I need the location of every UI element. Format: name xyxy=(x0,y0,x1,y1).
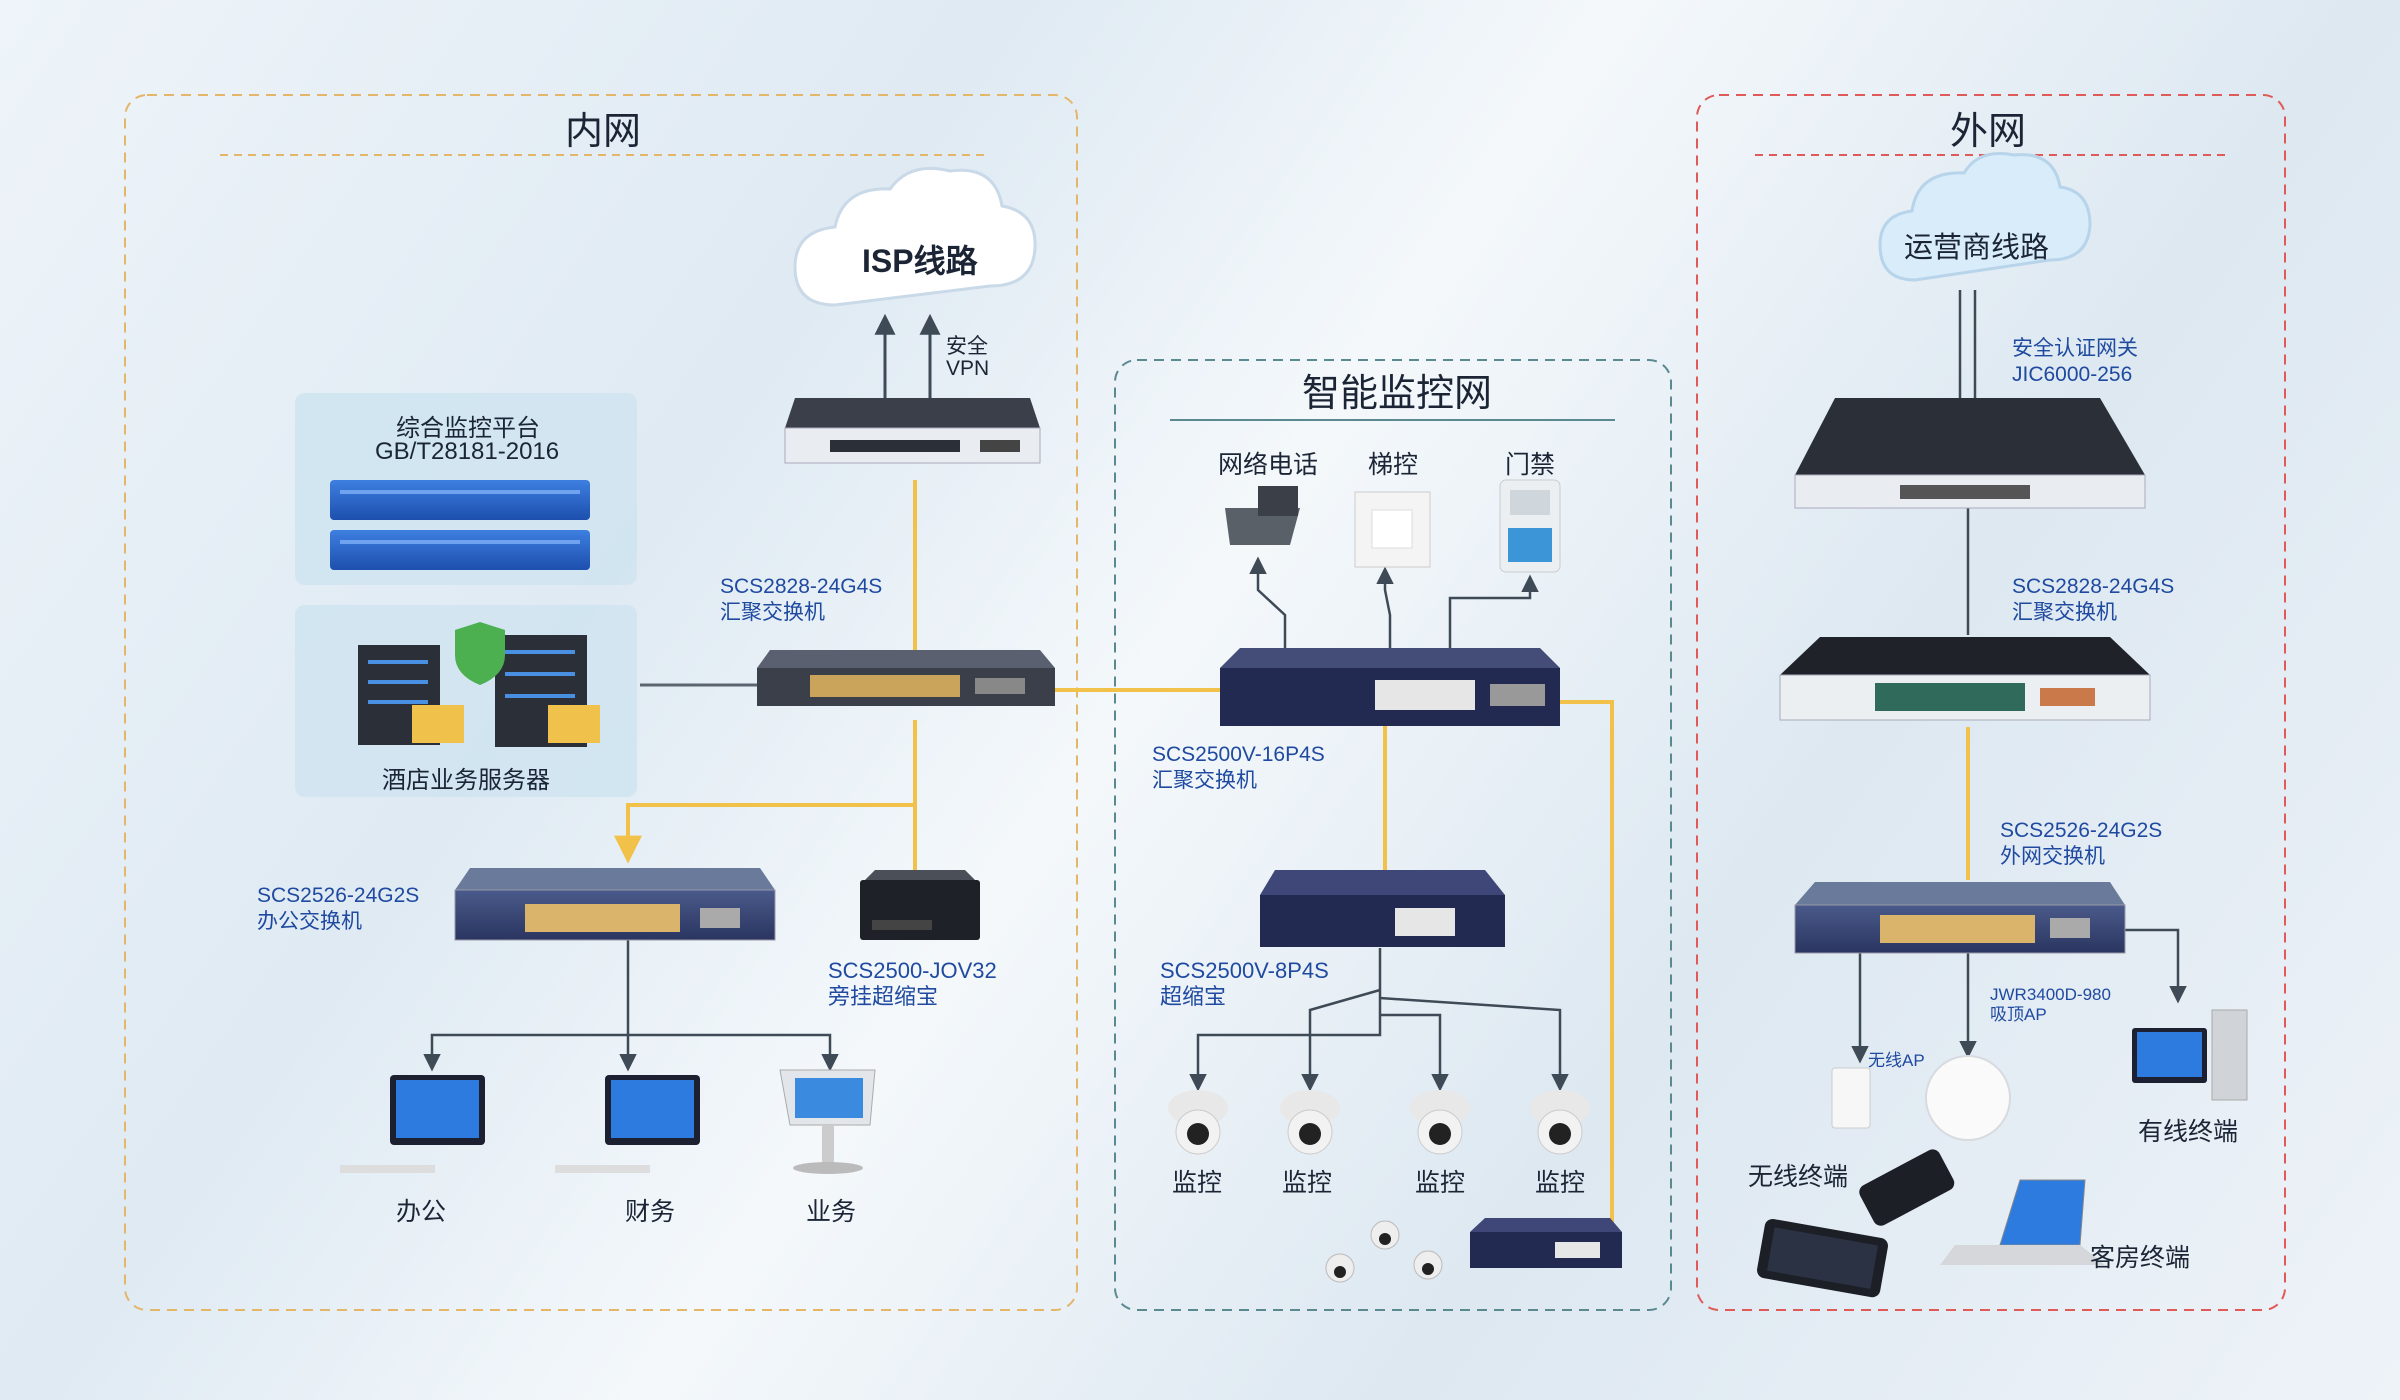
office-pc-icon xyxy=(340,1075,485,1173)
gateway-label: 安全认证网关 JIC6000-256 xyxy=(2012,336,2138,388)
outer-agg-switch-model: SCS2828-24G4S xyxy=(2012,575,2175,598)
servers-label: 酒店业务服务器 xyxy=(382,767,550,794)
ceiling-ap-model: JWR3400D-980 xyxy=(1990,985,2111,1004)
network-phone-icon xyxy=(1225,486,1300,545)
carrier-cloud-label: 运营商线路 xyxy=(1904,232,2050,264)
camera-label-2: 监控 xyxy=(1282,1169,1333,1197)
bypass-role: 旁挂超缩宝 xyxy=(828,984,939,1009)
elevator-label: 梯控 xyxy=(1368,451,1419,479)
platform-title: 综合监控平台 xyxy=(396,415,540,442)
vpn-label-line1: 安全 xyxy=(946,335,988,358)
isp-cloud-icon xyxy=(793,166,1037,307)
inner-core-switch-label: SCS2828-24G4S 汇聚交换机 xyxy=(720,574,882,626)
access-control-icon xyxy=(1499,479,1561,573)
mini-cameras-icon xyxy=(1325,1220,1443,1283)
ceiling-ap-icon xyxy=(1925,1055,2011,1141)
wall-ap-label: 无线AP xyxy=(1868,1051,1925,1070)
office-switch-label: SCS2526-24G2S 办公交换机 xyxy=(257,883,419,935)
monitor-agg-switch-model: SCS2500V-16P4S xyxy=(1152,743,1325,766)
outer-edge-switch-model: SCS2526-24G2S xyxy=(2000,819,2163,842)
door-label: 门禁 xyxy=(1505,451,1556,479)
zone-inner-frame xyxy=(124,94,1078,1311)
zone-outer-title: 外网 xyxy=(1950,111,2027,153)
camera-icon-4 xyxy=(1530,1090,1590,1155)
terminal-finance-label: 财务 xyxy=(625,1198,676,1226)
inner-core-switch-model: SCS2828-24G4S xyxy=(720,575,883,598)
outer-agg-switch-icon xyxy=(1779,637,2151,721)
vpn-label-line2: VPN xyxy=(946,357,990,380)
inner-core-switch-role: 汇聚交换机 xyxy=(720,601,825,624)
ceiling-ap-role: 吸顶AP xyxy=(1990,1005,2047,1024)
monitor-poe-switch-model: SCS2500V-8P4S xyxy=(1160,958,1329,983)
camera-icon-2 xyxy=(1280,1090,1340,1155)
zone-outer-frame xyxy=(1696,94,2286,1311)
outer-edge-switch-label: SCS2526-24G2S 外网交换机 xyxy=(2000,818,2162,870)
office-switch-role: 办公交换机 xyxy=(257,910,362,933)
wall-ap-icon xyxy=(1831,1067,1871,1129)
gateway-role: 安全认证网关 xyxy=(2012,337,2138,360)
hotel-servers-panel xyxy=(295,605,637,797)
zone-inner-title: 内网 xyxy=(565,111,642,153)
monitor-agg-switch-icon xyxy=(1220,648,1560,726)
mini-poe-switch-icon xyxy=(1470,1218,1622,1268)
monitor-poe-switch-label: SCS2500V-8P4S 超缩宝 xyxy=(1160,958,1329,1010)
monitor-agg-switch-role: 汇聚交换机 xyxy=(1152,769,1257,792)
guest-terminal-label: 客房终端 xyxy=(2090,1244,2191,1272)
camera-icon-3 xyxy=(1410,1090,1470,1155)
platform-standard: GB/T28181-2016 xyxy=(375,438,560,465)
wired-pc-icon xyxy=(2132,1009,2248,1101)
camera-label-3: 监控 xyxy=(1415,1169,1466,1197)
elevator-control-icon xyxy=(1354,491,1431,568)
terminal-office-label: 办公 xyxy=(396,1198,447,1226)
phone-icon xyxy=(1859,1149,1955,1226)
camera-icon-1 xyxy=(1168,1090,1228,1155)
outer-edge-switch-role: 外网交换机 xyxy=(2000,845,2105,868)
gateway-model: JIC6000-256 xyxy=(2012,363,2133,386)
ceiling-ap-label: JWR3400D-980 吸顶AP xyxy=(1990,985,2111,1025)
bypass-label: SCS2500-JOV32 旁挂超缩宝 xyxy=(828,958,997,1010)
outer-agg-switch-label: SCS2828-24G4S 汇聚交换机 xyxy=(2012,574,2174,626)
tablet-icon xyxy=(1757,1218,1888,1298)
bypass-model: SCS2500-JOV32 xyxy=(828,958,997,983)
monitor-poe-switch-role: 超缩宝 xyxy=(1160,984,1227,1009)
monitoring-platform-panel xyxy=(295,393,637,585)
finance-pc-icon xyxy=(555,1075,700,1173)
outer-edge-switch-icon xyxy=(1794,882,2126,954)
office-switch-model: SCS2526-24G2S xyxy=(257,884,420,907)
bypass-box-icon xyxy=(860,870,980,940)
outer-agg-switch-role: 汇聚交换机 xyxy=(2012,601,2117,624)
wired-terminal-label: 有线终端 xyxy=(2138,1118,2239,1146)
zone-monitor-frame xyxy=(1114,359,1672,1311)
inner-core-switch-icon xyxy=(757,650,1055,706)
vpn-router-icon xyxy=(784,398,1041,464)
monitor-agg-switch-label: SCS2500V-16P4S 汇聚交换机 xyxy=(1152,742,1325,794)
security-gateway-icon xyxy=(1794,398,2146,509)
camera-label-1: 监控 xyxy=(1172,1169,1223,1197)
phone-label: 网络电话 xyxy=(1218,451,1319,479)
camera-label-4: 监控 xyxy=(1535,1169,1586,1197)
terminal-business-label: 业务 xyxy=(806,1198,857,1226)
carrier-cloud-icon xyxy=(1878,152,2092,282)
zone-monitor-title: 智能监控网 xyxy=(1302,373,1493,415)
office-switch-icon xyxy=(454,868,776,941)
laptop-icon xyxy=(1940,1179,2105,1265)
wireless-terminal-label: 无线终端 xyxy=(1748,1163,1849,1191)
isp-cloud-label: ISP线路 xyxy=(862,243,978,279)
monitor-poe-switch-icon xyxy=(1260,870,1505,947)
kiosk-icon xyxy=(779,1069,876,1174)
